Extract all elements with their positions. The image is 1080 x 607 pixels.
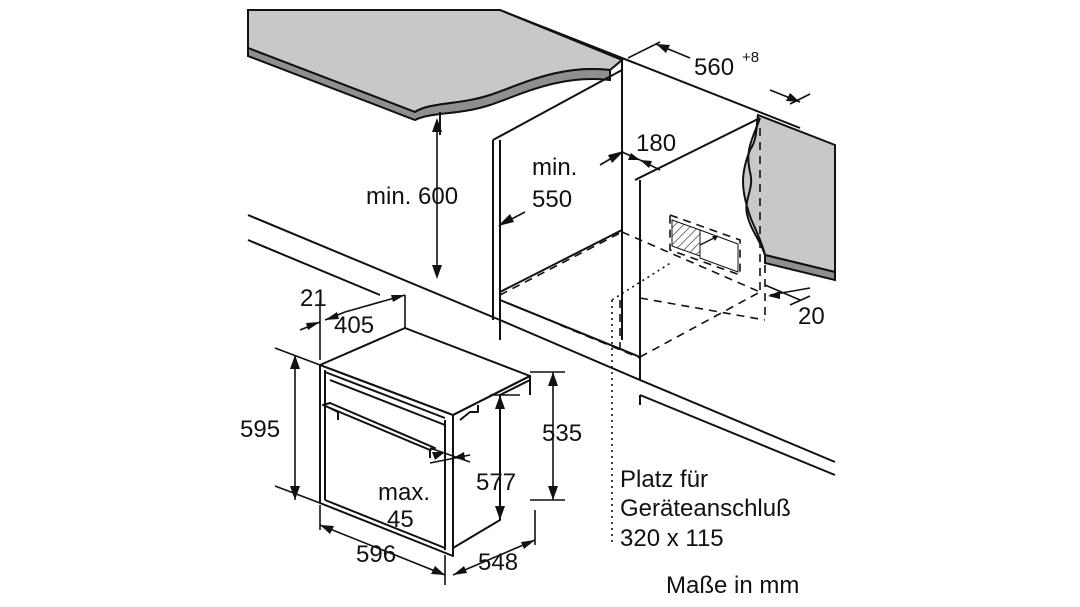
countertop-left	[247, 9, 624, 122]
oven-height-label: 595	[240, 416, 280, 443]
niche-width-label: 560	[694, 54, 734, 81]
connection-label-line3: 320 x 115	[620, 525, 724, 552]
niche-depth-label-line1: min.	[532, 154, 577, 181]
rear-gap-label: 20	[798, 303, 825, 330]
handle-label-line2: 45	[387, 506, 414, 533]
connection-label-line1: Platz für	[620, 466, 708, 493]
niche-width-tolerance: +8	[742, 49, 759, 66]
top-depth-label: 405	[334, 312, 374, 339]
oven-depth-label: 548	[478, 549, 518, 576]
oven	[319, 327, 531, 557]
connection-label-line2: Geräteanschluß	[620, 495, 791, 522]
oven-width-label: 596	[356, 541, 396, 568]
handle-label-line1: max.	[378, 479, 430, 506]
body-height-front-label: 577	[476, 469, 516, 496]
connection-cutout	[611, 213, 741, 545]
niche-depth-label-line2: 550	[532, 186, 572, 213]
body-height-rear-label: 535	[542, 420, 582, 447]
panel-depth-label: 21	[300, 285, 327, 312]
cutout-offset-label: 180	[636, 130, 676, 157]
niche-height-label: min. 600	[366, 183, 458, 210]
cabinet-niche	[247, 9, 836, 476]
countertop-right	[742, 113, 836, 282]
units-label: Maße in mm	[666, 572, 799, 599]
dimension-lines	[274, 41, 811, 585]
